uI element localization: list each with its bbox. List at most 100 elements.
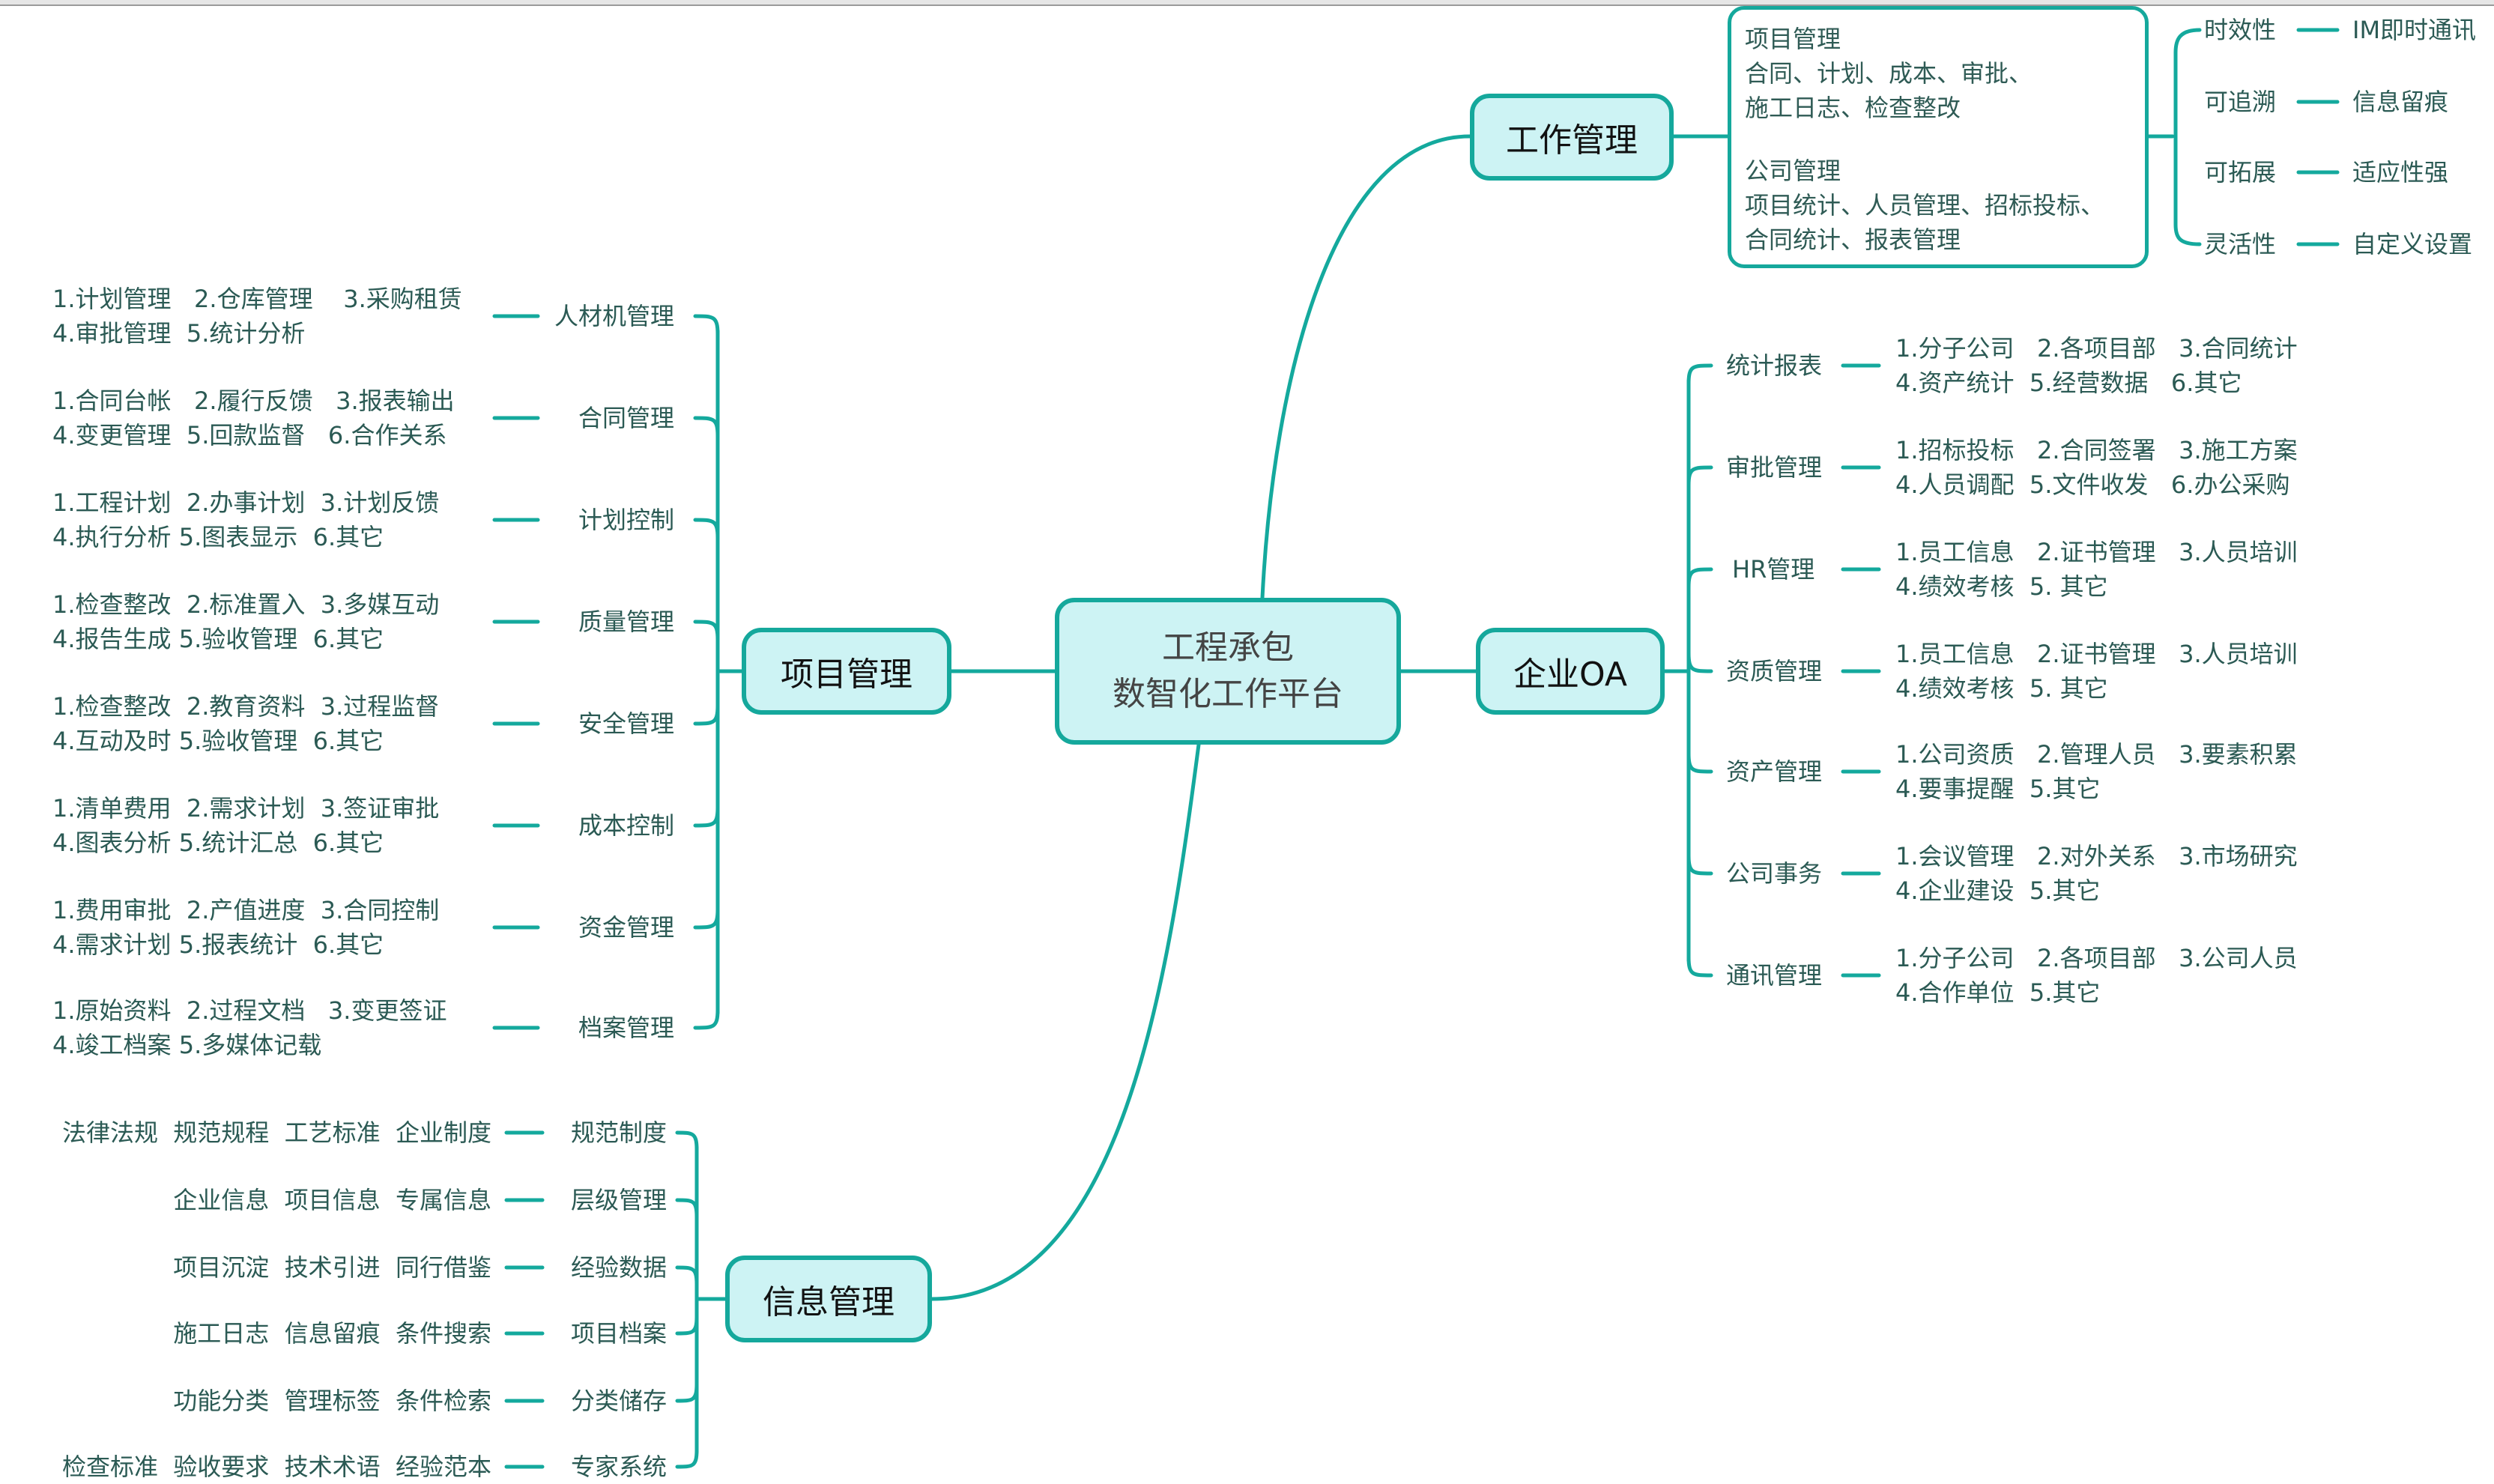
project-child-detail: 1.原始资料 2.过程文档 3.变更签证 4.竣工档案 5.多媒体记载: [52, 993, 447, 1062]
detail-line: 1.员工信息 2.证书管理 3.人员培训: [1895, 538, 2298, 566]
oa-branches: [1662, 363, 1881, 978]
detail-line: 4.人员调配 5.文件收发 6.办公采购: [1895, 470, 2290, 499]
detail-line: 1.原始资料 2.过程文档 3.变更签证: [52, 996, 447, 1025]
project-child-label[interactable]: 成本控制: [578, 811, 674, 840]
box-title-company: 公司管理: [1745, 157, 1841, 185]
node-label: 项目管理: [781, 655, 912, 694]
node-work-management[interactable]: 工作管理: [1470, 94, 1674, 181]
root-title-line1: 工程承包: [1162, 629, 1294, 667]
detail-line: 1.会议管理 2.对外关系 3.市场研究: [1895, 842, 2298, 870]
info-child-detail: 企业信息 项目信息 专属信息: [173, 1186, 491, 1214]
info-child-label[interactable]: 层级管理: [570, 1186, 667, 1214]
oa-child-label[interactable]: 资质管理: [1726, 657, 1823, 685]
detail-line: 4.变更管理 5.回款监督 6.合作关系: [52, 421, 447, 449]
bracket-work-features: [2146, 28, 2202, 246]
node-info-management[interactable]: 信息管理: [725, 1256, 932, 1342]
feature-label[interactable]: 时效性: [2204, 16, 2277, 44]
project-child-label[interactable]: 安全管理: [578, 709, 674, 738]
link-root-info: [930, 742, 1201, 1301]
detail-line: 4.图表分析 5.统计汇总 6.其它: [52, 829, 384, 857]
oa-child-label[interactable]: 审批管理: [1726, 453, 1823, 482]
info-child-label[interactable]: 经验数据: [570, 1253, 667, 1282]
project-child-detail: 1.检查整改 2.标准置入 3.多媒互动 4.报告生成 5.验收管理 6.其它: [52, 587, 439, 656]
project-child-label[interactable]: 资金管理: [578, 913, 674, 942]
detail-line: 1.分子公司 2.各项目部 3.公司人员: [1895, 944, 2298, 972]
feature-value[interactable]: 自定义设置: [2352, 230, 2473, 258]
node-label: 信息管理: [763, 1283, 895, 1321]
detail-line: 1.计划管理 2.仓库管理 3.采购租赁: [52, 285, 462, 313]
info-child-label[interactable]: 规范制度: [570, 1118, 667, 1147]
branch-curve: [675, 1448, 699, 1469]
root-title-line2: 数智化工作平台: [1113, 675, 1343, 713]
detail-line: 4.企业建设 5.其它: [1895, 876, 2101, 905]
feature-value[interactable]: 信息留痕: [2352, 88, 2449, 116]
feature-label[interactable]: 灵活性: [2204, 230, 2277, 258]
detail-line: 4.需求计划 5.报表统计 6.其它: [52, 930, 384, 959]
oa-child-detail: 1.会议管理 2.对外关系 3.市场研究 4.企业建设 5.其它: [1895, 839, 2298, 908]
detail-line: 1.费用审批 2.产值进度 3.合同控制: [52, 896, 440, 924]
detail-line: 4.报告生成 5.验收管理 6.其它: [52, 625, 384, 653]
branch-curve: [675, 1382, 699, 1403]
project-child-label[interactable]: 档案管理: [578, 1014, 674, 1042]
oa-child-label[interactable]: 统计报表: [1726, 351, 1823, 380]
oa-child-label[interactable]: HR管理: [1732, 555, 1815, 584]
box-line: 合同统计、报表管理: [1745, 225, 1961, 254]
info-child-detail: 法律法规 规范规程 工艺标准 企业制度: [61, 1118, 491, 1147]
branch-curve: [1686, 363, 1713, 386]
branch-curve: [693, 518, 720, 540]
branch-curve: [675, 1265, 699, 1286]
detail-line: 4.竣工档案 5.多媒体记载: [52, 1031, 322, 1059]
project-child-detail: 1.计划管理 2.仓库管理 3.采购租赁 4.审批管理 5.统计分析: [52, 282, 462, 351]
detail-line: 4.绩效考核 5. 其它: [1895, 572, 2108, 601]
feature-value[interactable]: IM即时通讯: [2352, 16, 2477, 44]
oa-child-detail: 1.分子公司 2.各项目部 3.公司人员 4.合作单位 5.其它: [1895, 941, 2298, 1010]
node-label: 工作管理: [1506, 121, 1638, 160]
detail-line: 1.工程计划 2.办事计划 3.计划反馈: [52, 488, 440, 517]
detail-line: 4.要事提醒 5.其它: [1895, 775, 2101, 803]
feature-label[interactable]: 可拓展: [2204, 158, 2277, 187]
oa-child-label[interactable]: 资产管理: [1726, 757, 1823, 786]
detail-line: 1.合同台帐 2.履行反馈 3.报表输出: [52, 387, 455, 415]
box-title-project: 项目管理: [1745, 25, 1841, 53]
detail-line: 1.检查整改 2.标准置入 3.多媒互动: [52, 590, 440, 619]
root-node[interactable]: 工程承包 数智化工作平台: [1055, 598, 1401, 745]
project-child-label[interactable]: 合同管理: [578, 404, 674, 432]
branch-curve: [1686, 955, 1713, 978]
branch-curve: [1686, 465, 1713, 488]
branch-curve: [693, 620, 720, 642]
detail-line: 1.员工信息 2.证书管理 3.人员培训: [1895, 640, 2298, 668]
branch-curve: [693, 1008, 720, 1030]
branch-curve: [1686, 751, 1713, 774]
project-child-label[interactable]: 人材机管理: [554, 302, 674, 330]
project-child-detail: 1.合同台帐 2.履行反馈 3.报表输出 4.变更管理 5.回款监督 6.合作关系: [52, 384, 455, 452]
detail-line: 4.合作单位 5.其它: [1895, 978, 2101, 1007]
oa-child-label[interactable]: 通讯管理: [1726, 961, 1823, 990]
oa-child-label[interactable]: 公司事务: [1726, 859, 1823, 888]
feature-label[interactable]: 可追溯: [2204, 88, 2277, 116]
project-child-label[interactable]: 计划控制: [578, 506, 674, 534]
info-child-label[interactable]: 分类储存: [570, 1387, 667, 1415]
branch-curve: [675, 1315, 699, 1336]
detail-line: 1.检查整改 2.教育资料 3.过程监督: [52, 692, 440, 721]
project-branches: [492, 314, 744, 1030]
feature-value[interactable]: 适应性强: [2352, 158, 2449, 187]
info-child-label[interactable]: 专家系统: [570, 1453, 667, 1481]
node-label: 企业OA: [1513, 655, 1627, 694]
oa-child-detail: 1.员工信息 2.证书管理 3.人员培训 4.绩效考核 5. 其它: [1895, 535, 2298, 604]
branch-curve: [693, 907, 720, 930]
node-enterprise-oa[interactable]: 企业OA: [1476, 628, 1665, 715]
branch-curve: [1686, 651, 1713, 673]
info-child-label[interactable]: 项目档案: [570, 1319, 667, 1348]
detail-line: 4.资产统计 5.经营数据 6.其它: [1895, 369, 2242, 397]
node-project-management[interactable]: 项目管理: [742, 628, 951, 715]
project-child-label[interactable]: 质量管理: [578, 608, 674, 636]
work-detail-box[interactable]: 项目管理 合同、计划、成本、审批、 施工日志、检查整改 公司管理 项目统计、人员…: [1728, 6, 2149, 268]
detail-line: 4.审批管理 5.统计分析: [52, 319, 306, 348]
